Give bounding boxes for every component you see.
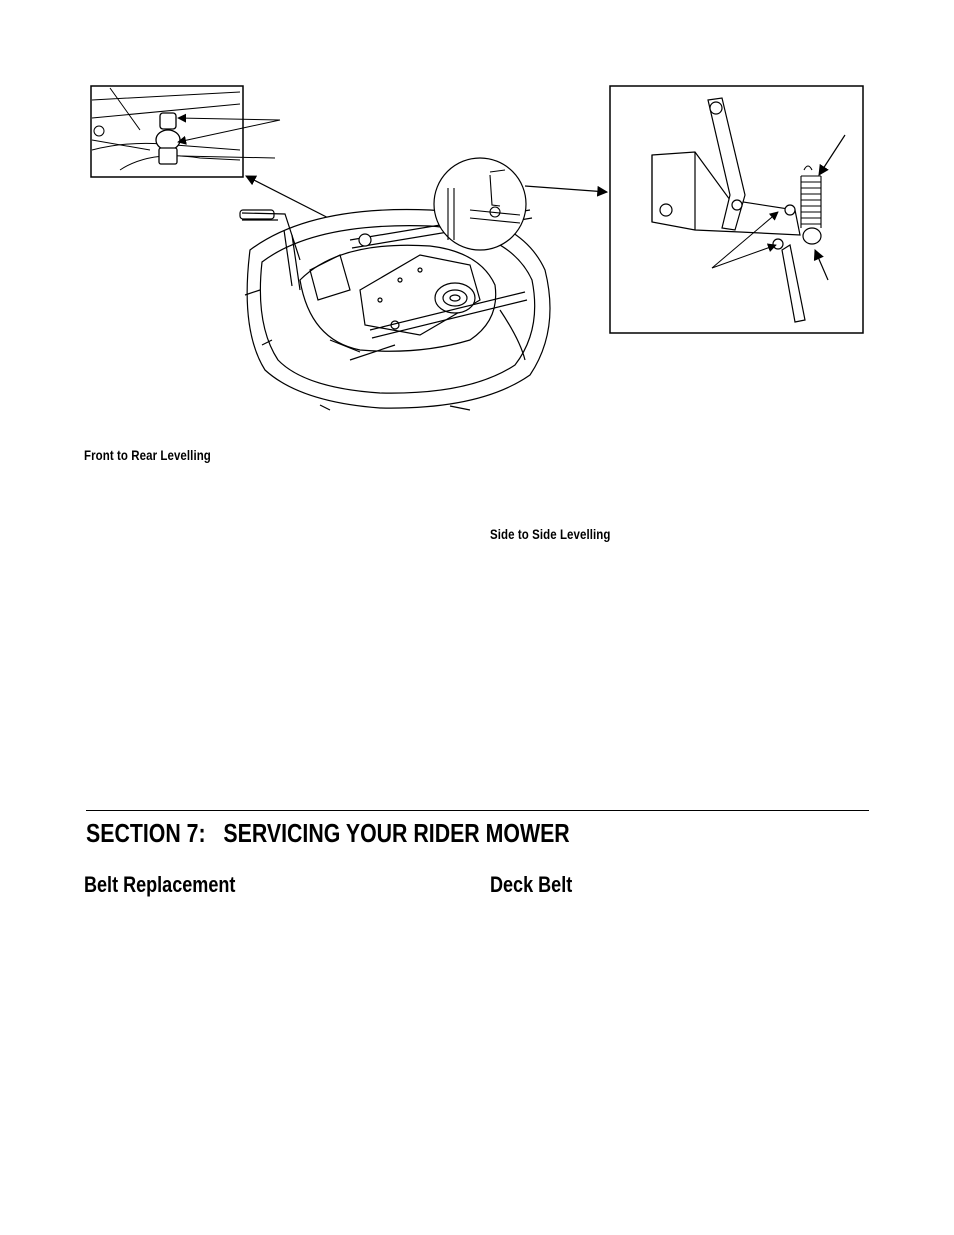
spring-bracket-detail-icon — [609, 85, 864, 334]
deck-levelling-illustration — [90, 85, 864, 411]
magnifier-detail-icon — [447, 169, 521, 240]
mower-deck-icon — [239, 208, 551, 411]
section-title: SECTION 7: SERVICING YOUR RIDER MOWER — [86, 818, 570, 848]
deck-belt-heading: Deck Belt — [490, 872, 573, 897]
belt-replacement-heading: Belt Replacement — [84, 872, 236, 897]
leveling-nut-detail-icon — [90, 85, 281, 178]
section-divider — [86, 810, 869, 811]
side-to-side-levelling-heading: Side to Side Levelling — [490, 526, 611, 542]
callout-arrow-right — [524, 185, 609, 197]
deck-levelling-figure — [0, 0, 954, 430]
magnifier-circle — [433, 157, 527, 251]
front-to-rear-levelling-heading: Front to Rear Levelling — [84, 447, 211, 463]
